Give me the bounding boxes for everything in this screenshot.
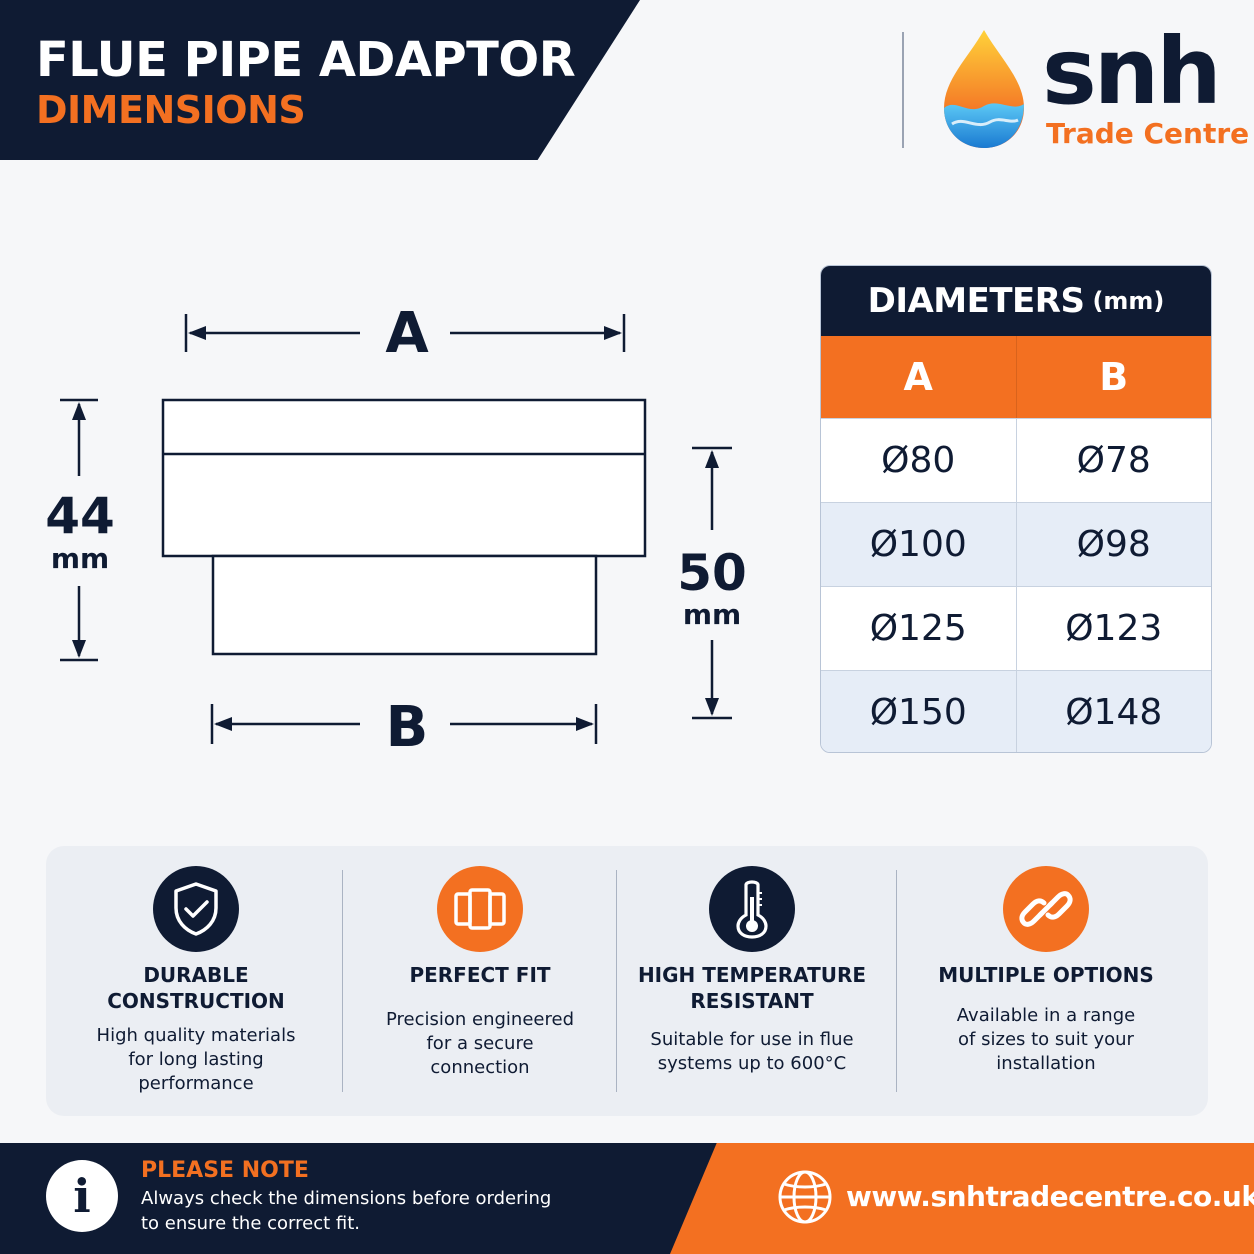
feature-desc-line: connection <box>430 1057 530 1078</box>
column-header-b: B <box>1015 336 1212 418</box>
arrow-icon <box>576 717 594 731</box>
adaptor-upper-body <box>161 398 647 558</box>
feature-desc-line: performance <box>138 1073 254 1094</box>
feature-desc-line: for long lasting <box>128 1049 264 1070</box>
adaptor-dimension-drawing: A B 44 mm 50 mm <box>45 301 747 760</box>
feature-desc-line: systems up to 600°C <box>657 1053 847 1074</box>
feature-desc-line: Suitable for use in flue <box>650 1029 854 1050</box>
shield-check-icon <box>153 866 239 952</box>
diameters-title: DIAMETERS <box>867 281 1085 321</box>
adaptor-lower-spigot <box>211 554 598 656</box>
feature-description: Precision engineered for a secure connec… <box>362 1008 598 1080</box>
website-link[interactable]: www.snhtradecentre.co.uk <box>846 1180 1254 1213</box>
table-cell-a: Ø100 <box>869 524 967 565</box>
dim-label-a: A <box>385 301 429 366</box>
features-panel: DURABLE CONSTRUCTION High quality materi… <box>46 846 1208 1116</box>
feature-description: Available in a range of sizes to suit yo… <box>922 1004 1170 1076</box>
arrow-icon <box>214 717 232 731</box>
feature-description: High quality materials for long lasting … <box>76 1024 316 1096</box>
table-row: Ø150 Ø148 <box>821 670 1212 752</box>
table-cell-b: Ø123 <box>1015 587 1212 670</box>
diameters-unit: (mm) <box>1092 287 1165 315</box>
feature-title-line: PERFECT FIT <box>409 963 551 987</box>
feature-description: Suitable for use in flue systems up to 6… <box>634 1028 870 1076</box>
arrow-icon <box>72 640 86 658</box>
chain-link-icon <box>1003 866 1089 952</box>
height-right-unit: mm <box>683 598 741 631</box>
thermometer-icon <box>709 866 795 952</box>
diameters-table: DIAMETERS (mm) A B Ø80 Ø78 Ø100 Ø98 Ø125… <box>820 265 1212 753</box>
note-body: Always check the dimensions before order… <box>141 1186 551 1236</box>
footer-website-panel <box>670 1143 1254 1254</box>
feature-title-line: CONSTRUCTION <box>107 989 285 1013</box>
note-line: Always check the dimensions before order… <box>141 1188 552 1209</box>
table-cell-a: Ø150 <box>869 692 967 733</box>
arrow-icon <box>705 698 719 716</box>
brand-name: snh <box>1042 18 1222 125</box>
feature-desc-line: installation <box>996 1053 1096 1074</box>
feature-title: PERFECT FIT <box>362 962 598 988</box>
page-subtitle: DIMENSIONS <box>36 88 306 132</box>
dim-label-b: B <box>386 695 429 760</box>
brand-subtitle: Trade Centre <box>1046 117 1250 150</box>
feature-divider <box>616 870 617 1092</box>
logo-divider <box>902 32 904 148</box>
table-row: Ø100 Ø98 <box>821 502 1211 586</box>
arrow-icon <box>188 326 206 340</box>
column-header-a: A <box>903 355 933 399</box>
height-left-value: 44 <box>45 487 115 545</box>
feature-title-line: DURABLE <box>143 963 249 987</box>
table-cell-b: Ø148 <box>1015 671 1212 752</box>
feature-durable-construction: DURABLE CONSTRUCTION High quality materi… <box>76 846 316 1116</box>
feature-high-temperature: HIGH TEMPERATURE RESISTANT Suitable for … <box>634 846 870 1116</box>
table-row: Ø80 Ø78 <box>821 418 1211 502</box>
feature-divider <box>896 870 897 1092</box>
table-cell-a: Ø125 <box>869 608 967 649</box>
feature-desc-line: for a secure <box>426 1033 534 1054</box>
feature-divider <box>342 870 343 1092</box>
feature-desc-line: of sizes to suit your <box>958 1029 1134 1050</box>
feature-perfect-fit: PERFECT FIT Precision engineered for a s… <box>362 846 598 1116</box>
table-cell-a: Ø80 <box>881 440 956 481</box>
diameters-table-header: DIAMETERS (mm) <box>821 266 1211 336</box>
feature-desc-line: High quality materials <box>96 1025 296 1046</box>
feature-multiple-options: MULTIPLE OPTIONS Available in a range of… <box>922 846 1170 1116</box>
note-line: to ensure the correct fit. <box>141 1213 360 1234</box>
feature-title-line: HIGH TEMPERATURE <box>637 963 867 987</box>
feature-title-line: MULTIPLE OPTIONS <box>938 963 1154 987</box>
pipe-fit-icon <box>437 866 523 952</box>
globe-icon <box>778 1170 832 1224</box>
header-banner <box>0 0 640 160</box>
note-title: PLEASE NOTE <box>141 1158 309 1183</box>
table-row: Ø125 Ø123 <box>821 586 1211 670</box>
feature-desc-line: Precision engineered <box>385 1009 574 1030</box>
table-cell-b: Ø78 <box>1015 419 1212 502</box>
page-title: FLUE PIPE ADAPTOR <box>36 32 576 88</box>
height-left-unit: mm <box>51 542 109 575</box>
arrow-icon <box>604 326 622 340</box>
arrow-icon <box>72 402 86 420</box>
feature-title: MULTIPLE OPTIONS <box>922 962 1170 988</box>
arrow-icon <box>705 450 719 468</box>
feature-title: DURABLE CONSTRUCTION <box>76 962 316 1014</box>
feature-desc-line: Available in a range <box>956 1005 1136 1026</box>
feature-title-line: RESISTANT <box>690 989 814 1013</box>
table-cell-b: Ø98 <box>1015 503 1212 586</box>
height-right-value: 50 <box>677 544 747 602</box>
flame-water-drop-icon <box>944 30 1024 148</box>
info-icon: i <box>46 1160 118 1232</box>
diameters-column-headers: A B <box>821 336 1211 418</box>
feature-title: HIGH TEMPERATURE RESISTANT <box>634 962 870 1014</box>
